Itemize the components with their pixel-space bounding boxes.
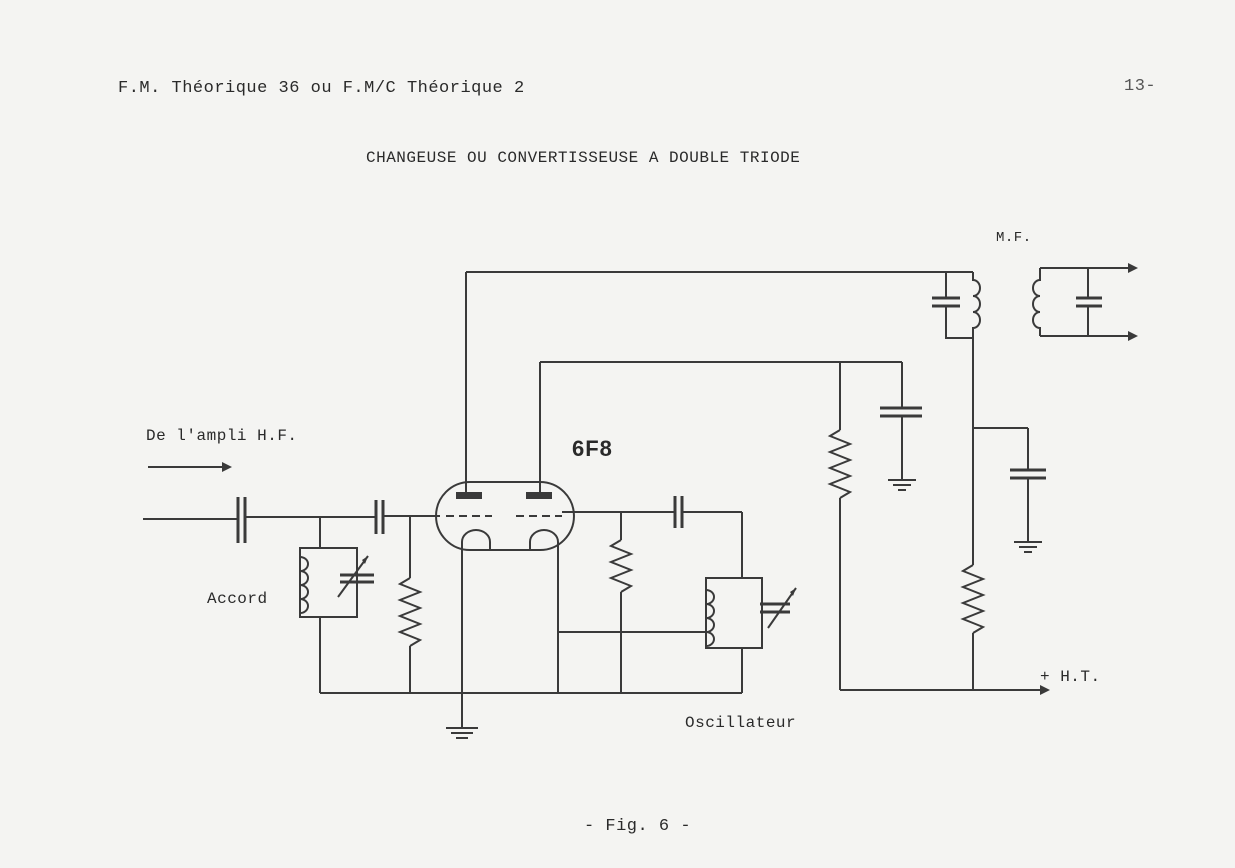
label-tube-type: 6F8: [572, 436, 613, 461]
label-high-tension: + H.T.: [1040, 668, 1101, 686]
tube-plate-1: [456, 492, 482, 499]
tube-cathode-2: [529, 529, 559, 550]
accord-variable-arrow: [337, 555, 369, 598]
mf-primary-coil: [972, 272, 981, 338]
label-input: De l'ampli H.F.: [146, 427, 298, 445]
osc-variable-arrow: [767, 587, 797, 629]
figure-caption: - Fig. 6 -: [584, 817, 692, 836]
tube-cathode-1: [461, 529, 491, 550]
tube-envelope: [435, 481, 575, 551]
osc-coil: [705, 589, 715, 647]
accord-coil: [299, 556, 309, 614]
header-title: F.M. Théorique 36 ou F.M/C Théorique 2: [118, 79, 525, 98]
mf-secondary-coil: [1032, 268, 1041, 336]
diagram-title: CHANGEUSE OU CONVERTISSEUSE A DOUBLE TRI…: [366, 149, 801, 167]
input-arrow-head: [222, 462, 232, 472]
tube-plate-2: [526, 492, 552, 499]
label-accord: Accord: [207, 590, 268, 608]
accord-tank-frame: [299, 547, 358, 618]
ht-arrow: [1040, 685, 1050, 695]
mf-output-arrow-bottom: [1128, 331, 1138, 341]
grid-resistor: [397, 577, 423, 647]
label-oscillator: Oscillateur: [685, 714, 797, 732]
accord-variable-arrow-head: [362, 556, 368, 564]
osc-plate-resistor: [827, 429, 853, 499]
osc-grid-resistor: [608, 539, 634, 593]
mf-output-arrow-top: [1128, 263, 1138, 273]
mf-primary-cap-return: [945, 306, 973, 339]
osc-variable-arrow-head: [790, 588, 796, 596]
page-number: 13-: [1124, 77, 1157, 96]
ht-feed-resistor: [960, 564, 986, 634]
label-mf: M.F.: [996, 230, 1032, 246]
osc-tank-frame: [705, 577, 763, 649]
